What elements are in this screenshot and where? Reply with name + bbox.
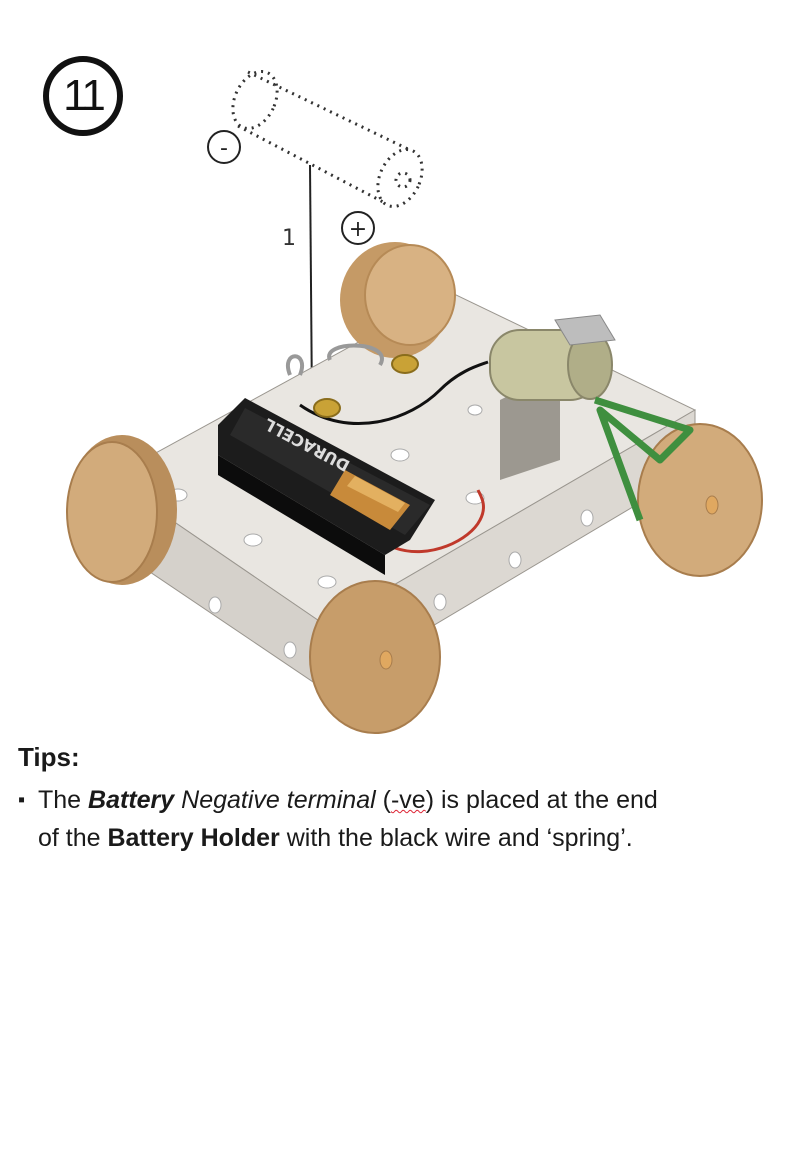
robot-car-assembly-illustration: - + 1 bbox=[66, 70, 763, 734]
step-number: 11 bbox=[63, 71, 106, 120]
tip-line-2: of the Battery Holder with the black wir… bbox=[18, 819, 778, 857]
negative-polarity-marker: - bbox=[207, 130, 241, 164]
wheel-rear-left bbox=[340, 242, 456, 358]
tip1-paren-open: ( bbox=[375, 786, 391, 814]
wiring bbox=[286, 343, 489, 554]
positive-polarity-marker: + bbox=[341, 211, 375, 245]
step-number-badge: 11 bbox=[43, 56, 123, 136]
battery-holder: DURACELL bbox=[218, 398, 435, 575]
drive-belt bbox=[593, 396, 694, 522]
tip1-ve-abbreviation: -ve bbox=[390, 786, 426, 814]
dc-motor bbox=[489, 314, 616, 480]
bullet-icon: ▪ bbox=[18, 789, 26, 811]
minus-sign: - bbox=[220, 136, 228, 161]
tip2-text-after: with the black wire and ‘spring’. bbox=[279, 824, 633, 852]
wheel-front-right bbox=[309, 580, 441, 734]
wheel-rear-right bbox=[637, 423, 763, 577]
tips-section: Tips: ▪ The Battery Negative terminal (-… bbox=[18, 742, 778, 857]
tip1-negative-terminal: Negative terminal bbox=[181, 786, 376, 814]
arrow-step-label: 1 bbox=[282, 226, 296, 251]
tip2-battery-holder-term: Battery Holder bbox=[107, 824, 280, 852]
tip1-text-before: The bbox=[38, 786, 89, 814]
tip-line-1: ▪ The Battery Negative terminal (-ve) is… bbox=[18, 781, 778, 819]
battery-ghost-outline bbox=[231, 70, 424, 208]
wheel-front-left bbox=[66, 435, 177, 585]
tip2-text-before: of the bbox=[38, 824, 108, 852]
plus-sign: + bbox=[349, 217, 367, 242]
tips-heading: Tips: bbox=[18, 742, 80, 772]
tip1-text-after: ) is placed at the end bbox=[425, 786, 658, 814]
tip1-battery-term: Battery bbox=[88, 786, 175, 814]
